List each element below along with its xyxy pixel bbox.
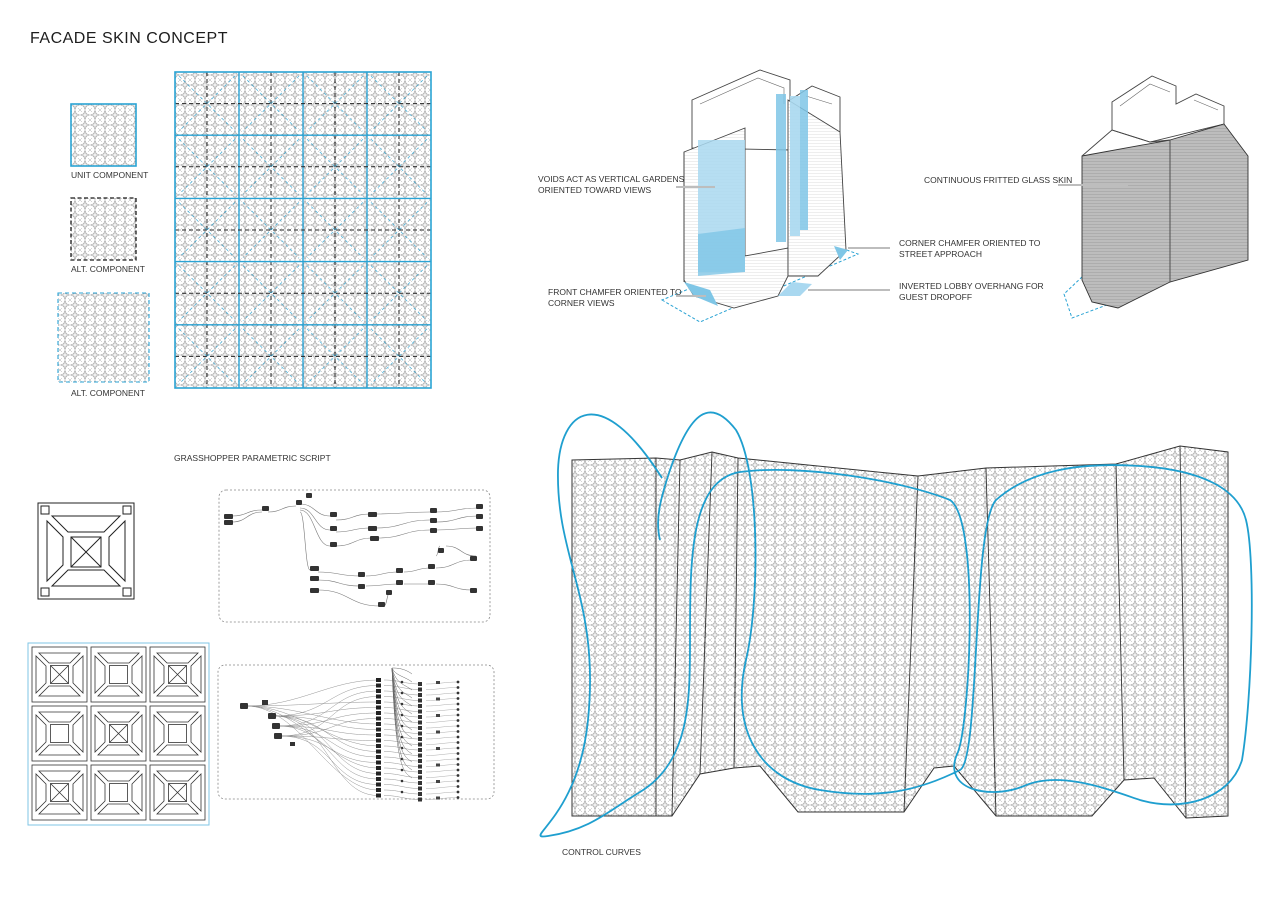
component-grid xyxy=(174,71,432,389)
page-title: FACADE SKIN CONCEPT xyxy=(30,30,228,47)
grasshopper-script-label: GRASSHOPPER PARAMETRIC SCRIPT xyxy=(174,453,331,463)
alt-component-swatch-2 xyxy=(57,292,150,383)
alt-component-label-1: ALT. COMPONENT xyxy=(71,264,145,274)
alt-component-swatch-1 xyxy=(70,197,137,261)
tiled-pattern xyxy=(27,642,210,826)
unit-component-swatch xyxy=(70,103,137,167)
control-curve xyxy=(539,411,1253,838)
tower-diagram-voids xyxy=(660,69,860,323)
grasshopper-script-1 xyxy=(218,489,491,623)
facade-elevation xyxy=(571,445,1229,819)
grasshopper-script-2 xyxy=(217,664,495,802)
alt-component-label-2: ALT. COMPONENT xyxy=(71,388,145,398)
control-curves-label: CONTROL CURVES xyxy=(562,847,641,857)
pattern-module xyxy=(37,502,135,600)
fritted-skin-annotation: CONTINUOUS FRITTED GLASS SKIN xyxy=(924,175,1073,185)
tower-diagram-skin xyxy=(1063,75,1250,319)
annotation-leaders xyxy=(676,184,1128,297)
unit-component-label: UNIT COMPONENT xyxy=(71,170,149,180)
